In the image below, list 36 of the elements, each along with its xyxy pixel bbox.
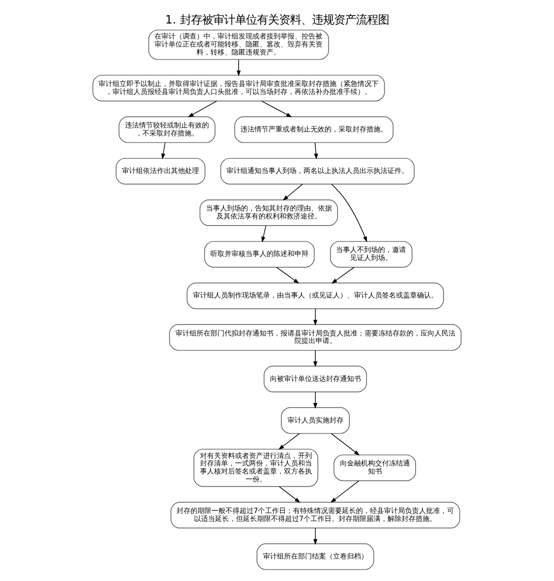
arrow bbox=[261, 100, 292, 118]
arrow bbox=[278, 433, 300, 450]
node-box: 对有关资料或者资产进行清点，开列封存清单，一式两份，审计人员和当事人核对后签名或者盖章，双方各执一份。 bbox=[194, 448, 318, 487]
node-box: 封存的期限一般不得超过7个工作日；有特殊情况需要延长的，经县审计局负责人批准，可以适当延长，但延长期限不得超过7个工作日。封存期限届满，解除封存措施。 bbox=[170, 502, 460, 528]
node-box: 听取并审核当事人的陈述和申辩 bbox=[204, 241, 315, 268]
arrow bbox=[313, 392, 318, 409]
arrow bbox=[276, 266, 300, 284]
arrow bbox=[313, 350, 318, 368]
arrow bbox=[279, 486, 300, 503]
arrow bbox=[330, 433, 360, 456]
node-box: 审计组所在部门代拟封存通知书，报请县审计局负责人批准；需要冻结存款的，应向人民法院提出申请。 bbox=[169, 324, 462, 351]
node-box: 违法情节严重或者制止无效的，采取封存措施。 bbox=[234, 116, 394, 143]
arrow bbox=[313, 528, 318, 545]
node-box: 审计组立即予以制止，并取得审计证据，报告县审计局审查批准采取封存措施（紧急情况下，审计组人员报经县审计局负责人口头批准，可以当场封存，再依法补办批准手续）。 bbox=[92, 74, 385, 102]
node-box: 当事人不到场的，邀请见证人到场。 bbox=[330, 241, 412, 268]
node-box: 审计组依法作出其他处理 bbox=[116, 158, 206, 184]
arrow bbox=[161, 142, 166, 160]
node-box: 审计组所在部门结案（立卷归档） bbox=[256, 543, 374, 570]
arrow bbox=[261, 225, 266, 242]
arrow bbox=[313, 308, 318, 326]
arrow bbox=[314, 142, 318, 160]
arrow bbox=[282, 184, 303, 201]
arrow bbox=[236, 59, 241, 76]
node-box: 向金融机构交付冻结通知书 bbox=[334, 454, 416, 482]
arrow bbox=[188, 100, 218, 118]
node-box: 当事人到场的，告知其封存的理由、依据及其依法享有的权利和救济途径。 bbox=[200, 200, 338, 226]
node-box: 审计组人员制作现场笔录，由当事人（或见证人）、审计人员签名或盖章确认。 bbox=[186, 282, 444, 310]
node-box: 审计组通知当事人到场，两名以上执法人员出示执法证件。 bbox=[220, 158, 415, 184]
node-box: 违法情节较轻或制止有效的，不采取封存措施。 bbox=[118, 116, 216, 143]
node-box: 向被审计单位送达封存通知书 bbox=[264, 366, 367, 392]
arrow bbox=[331, 184, 368, 242]
node-box: 在审计（调查）中，审计组发现或者接到举报、控告被审计单位正在或者可能转移、隐匿、篡改、毁弃有关资料，转移、隐匿违规资产。 bbox=[148, 30, 329, 60]
node-box: 审计人员实施封存 bbox=[280, 407, 350, 434]
arrow bbox=[331, 266, 354, 284]
arrow bbox=[330, 480, 360, 503]
diagram-title: 1. 封存被审计单位有关资料、违规资产流程图 bbox=[165, 12, 389, 26]
